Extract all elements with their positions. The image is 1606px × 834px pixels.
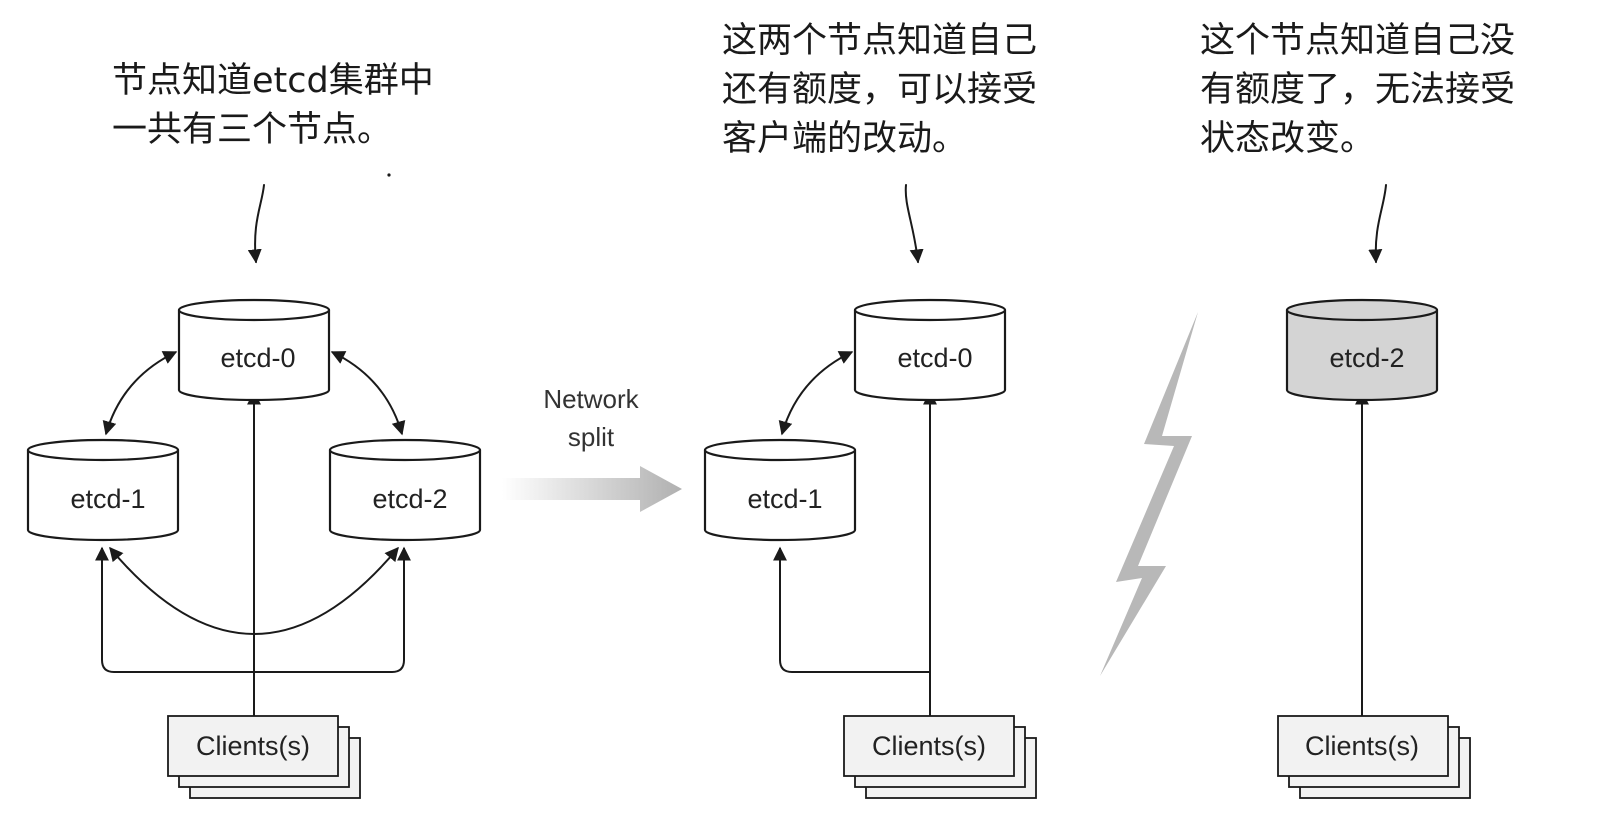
node-etcd-1-middle: etcd-1 [703, 438, 857, 542]
caption-left-line-1: 节点知道etcd集群中 [112, 61, 434, 101]
caption-right-line-1: 这个节点知道自己没 [1200, 21, 1515, 61]
clients-stack-right: Clients(s) [1277, 715, 1471, 799]
node-label: etcd-0 [897, 343, 972, 373]
network-split-arrow [502, 466, 682, 512]
node-label: etcd-0 [220, 343, 295, 373]
middle-cluster-links [773, 351, 937, 716]
node-etcd-2-left: etcd-2 [328, 438, 482, 542]
clients-label: Clients(s) [1305, 731, 1419, 761]
peer-link-etcd0-etcd2 [330, 351, 406, 436]
node-label: etcd-1 [747, 484, 822, 514]
node-etcd-0-left: etcd-0 [177, 298, 331, 402]
client-link-to-etcd1 [95, 546, 254, 673]
caption-middle-line-2: 还有额度，可以接受 [722, 70, 1037, 110]
pointer-arrow-right [1368, 184, 1387, 264]
network-split-indicator: Network split [502, 384, 682, 512]
caption-left: 节点知道etcd集群中 一共有三个节点。 [112, 61, 434, 150]
clients-stack-middle: Clients(s) [843, 715, 1037, 799]
pointer-arrow-left [247, 184, 265, 264]
clients-stack-left: Clients(s) [167, 715, 361, 799]
node-etcd-1-left: etcd-1 [26, 438, 180, 542]
caption-left-line-2: 一共有三个节点。 [112, 110, 392, 150]
client-link-to-etcd1-middle [773, 546, 930, 673]
node-etcd-0-middle: etcd-0 [853, 298, 1007, 402]
pointer-arrow-middle [904, 184, 924, 264]
left-cluster-links [95, 351, 411, 716]
node-label: etcd-2 [372, 484, 447, 514]
stray-dot [387, 173, 391, 177]
client-link-to-etcd2 [254, 546, 411, 673]
caption-middle-line-3: 客户端的改动。 [722, 119, 967, 159]
clients-label: Clients(s) [196, 731, 310, 761]
caption-right: 这个节点知道自己没 有额度了，无法接受 状态改变。 [1200, 21, 1515, 159]
node-label: etcd-1 [70, 484, 145, 514]
caption-right-line-3: 状态改变。 [1200, 119, 1375, 159]
network-split-label-line-2: split [568, 422, 615, 452]
network-split-label-line-1: Network [543, 384, 639, 414]
clients-label: Clients(s) [872, 731, 986, 761]
peer-link-etcd0-etcd1 [102, 351, 178, 436]
lightning-bolt-icon [1100, 312, 1198, 676]
caption-middle-line-1: 这两个节点知道自己 [722, 21, 1037, 61]
node-etcd-2-right-no-quorum: etcd-2 [1285, 298, 1439, 402]
caption-middle: 这两个节点知道自己 还有额度，可以接受 客户端的改动。 [722, 21, 1037, 159]
caption-right-line-2: 有额度了，无法接受 [1200, 70, 1515, 110]
peer-link-etcd0-etcd1-middle [778, 351, 854, 436]
node-label: etcd-2 [1329, 343, 1404, 373]
